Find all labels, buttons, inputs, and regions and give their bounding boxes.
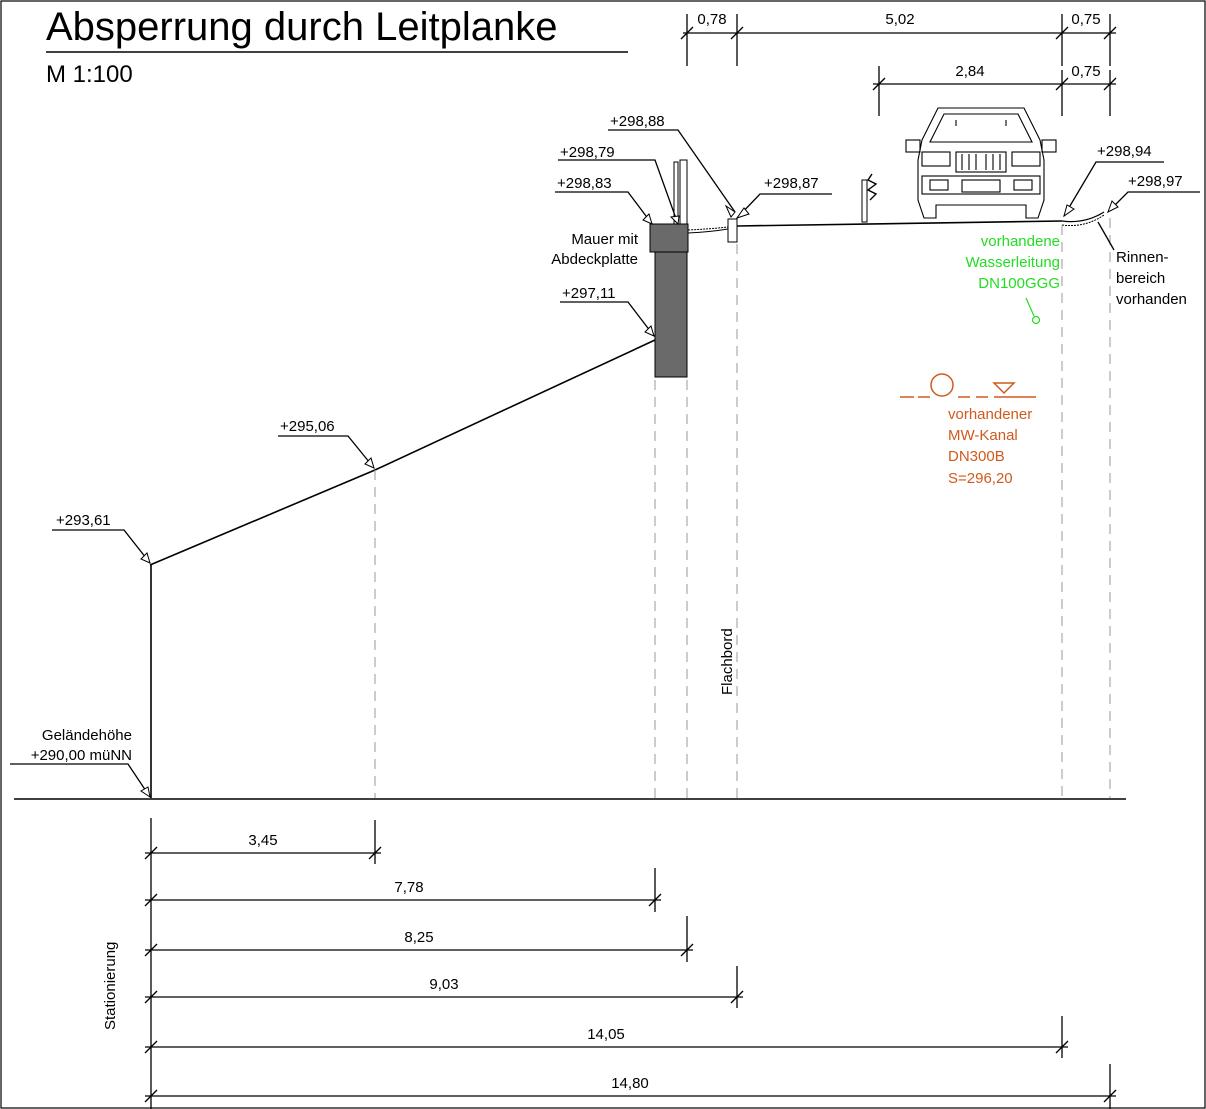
svg-text:+297,11: +297,11 bbox=[562, 285, 616, 302]
svg-text:14,05: 14,05 bbox=[587, 1026, 625, 1043]
sewer-label-line1: vorhandener bbox=[948, 406, 1032, 423]
svg-text:+298,97: +298,97 bbox=[1128, 173, 1183, 190]
station-dim-7-78: 7,78 bbox=[144, 868, 662, 912]
water-leader bbox=[1025, 297, 1035, 317]
sewer-label-line2: MW-Kanal bbox=[948, 427, 1018, 444]
elevation-290-00 bbox=[10, 763, 151, 799]
embankment-slope bbox=[149, 339, 656, 566]
guardrail-icon bbox=[861, 173, 878, 223]
wall-connection-line bbox=[687, 228, 729, 234]
dim-label: 0,75 bbox=[1071, 63, 1100, 80]
ground-label-line2: +290,00 müNN bbox=[31, 747, 132, 764]
gutter-hatch bbox=[1061, 214, 1105, 226]
projection-lines bbox=[374, 218, 1111, 798]
station-dim-8-25: 8,25 bbox=[144, 916, 694, 962]
road-surface bbox=[736, 220, 1063, 227]
elevation-298-87: +298,87 bbox=[735, 175, 832, 219]
sewer-label-line3: DN300B bbox=[948, 448, 1005, 465]
elevation-297-11: +297,11 bbox=[560, 285, 655, 337]
dim-label: 2,84 bbox=[955, 63, 984, 80]
car-front-icon bbox=[905, 107, 1057, 219]
retaining-wall bbox=[649, 159, 689, 378]
station-dim-9-03: 9,03 bbox=[144, 966, 744, 1008]
top-dimension-row-2: 2,84 0,75 bbox=[872, 63, 1117, 116]
svg-text:+295,06: +295,06 bbox=[280, 418, 335, 435]
gutter-leader bbox=[1097, 221, 1115, 251]
ground-label-line1: Geländehöhe bbox=[42, 727, 132, 744]
gutter-label-line3: vorhanden bbox=[1116, 291, 1187, 308]
gutter-area bbox=[1061, 211, 1105, 223]
dim-label: 0,75 bbox=[1071, 11, 1100, 28]
svg-text:+298,79: +298,79 bbox=[560, 144, 615, 161]
stationierung-label: Stationierung bbox=[102, 942, 119, 1030]
drawing-title: Absperrung durch Leitplanke bbox=[46, 5, 557, 49]
dim-label: 5,02 bbox=[885, 11, 914, 28]
svg-text:+298,83: +298,83 bbox=[557, 175, 612, 192]
svg-text:9,03: 9,03 bbox=[429, 976, 458, 993]
svg-text:+298,94: +298,94 bbox=[1097, 143, 1152, 160]
flachbord-curb bbox=[727, 218, 738, 243]
elevation-298-79: +298,79 bbox=[558, 144, 680, 226]
elevation-298-83: +298,83 bbox=[555, 175, 653, 225]
elevation-298-94: +298,94 bbox=[1063, 143, 1164, 218]
wall-connection-hatch bbox=[687, 226, 729, 231]
elevation-298-97: +298,97 bbox=[1107, 173, 1200, 214]
wall-label-line1: Mauer mit bbox=[571, 231, 639, 248]
wall-label-line2: Abdeckplatte bbox=[551, 251, 638, 268]
svg-text:14,80: 14,80 bbox=[611, 1075, 649, 1092]
dim-label: 0,78 bbox=[697, 11, 726, 28]
svg-text:3,45: 3,45 bbox=[248, 832, 277, 849]
station-dim-3-45: 3,45 bbox=[144, 820, 382, 864]
sewer-pipe-icon bbox=[900, 373, 1036, 398]
station-dim-14-05: 14,05 bbox=[144, 1016, 1069, 1058]
gutter-label-line2: bereich bbox=[1116, 270, 1165, 287]
water-label-line2: Wasserleitung bbox=[966, 254, 1060, 271]
svg-text:+298,88: +298,88 bbox=[610, 113, 665, 130]
elevation-295-06: +295,06 bbox=[278, 418, 375, 469]
water-pipe-icon bbox=[1031, 315, 1041, 325]
flachbord-label: Flachbord bbox=[719, 628, 736, 695]
elevation-298-88: +298,88 bbox=[608, 113, 736, 218]
water-label-line3: DN100GGG bbox=[978, 275, 1060, 292]
svg-text:+298,87: +298,87 bbox=[764, 175, 819, 192]
water-label-line1: vorhandene bbox=[981, 233, 1060, 250]
drawing-scale: M 1:100 bbox=[46, 61, 133, 88]
svg-text:+293,61: +293,61 bbox=[56, 512, 111, 529]
svg-text:8,25: 8,25 bbox=[404, 929, 433, 946]
sewer-label-line4: S=296,20 bbox=[948, 470, 1013, 487]
gutter-label-line1: Rinnen- bbox=[1116, 249, 1169, 266]
station-dim-14-80: 14,80 bbox=[144, 1064, 1117, 1109]
top-dimension-row-1: 0,78 5,02 0,75 bbox=[680, 11, 1117, 66]
svg-text:7,78: 7,78 bbox=[394, 879, 423, 896]
elevation-293-61: +293,61 bbox=[52, 512, 151, 564]
